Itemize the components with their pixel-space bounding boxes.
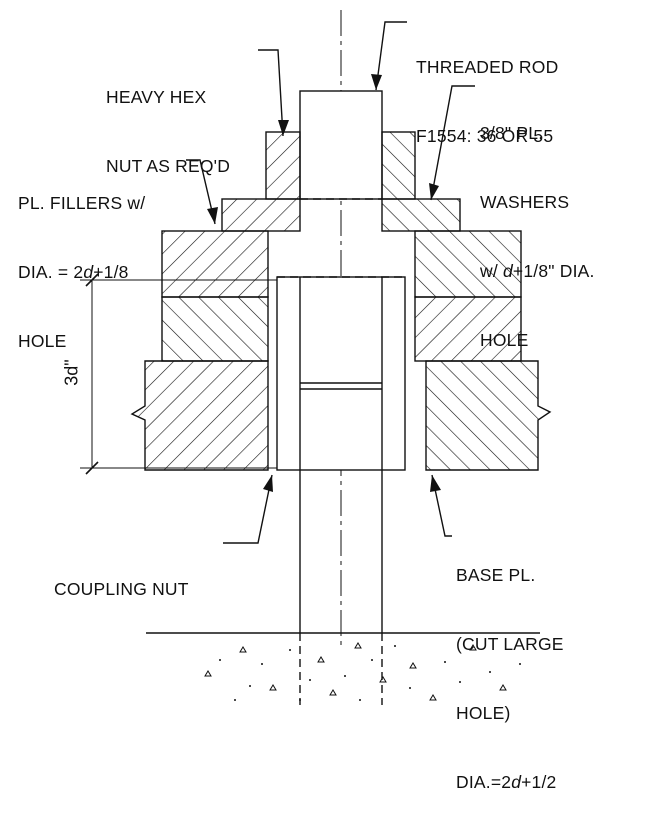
- fillers-line-1: PL. FILLERS w/: [18, 193, 146, 213]
- filler-plate-left-1: [161, 230, 269, 298]
- washers-label: 3/8" PL. WASHERS w/ d+1/8" DIA. HOLE: [480, 76, 595, 375]
- anchor-rod-detail-drawing: THREADED ROD F1554: 36 OR 55 HEAVY HEX N…: [18, 10, 595, 792]
- filler-plate-left-2: [161, 296, 269, 362]
- base-plate-line-1: BASE PL.: [456, 565, 536, 585]
- base-plate-line-4: DIA.=2d+1/2: [456, 772, 557, 792]
- base-plate-line-2: (CUT LARGE: [456, 634, 564, 654]
- base-plate-label: BASE PL. (CUT LARGE HOLE) DIA.=2d+1/2: [456, 518, 564, 817]
- threaded-rod-top: [299, 90, 383, 200]
- filler-plate-right-2: [414, 296, 522, 362]
- washer-right: [381, 198, 461, 232]
- washer-left: [221, 198, 301, 232]
- heavy-hex-nut-label: HEAVY HEX NUT AS REQ'D: [106, 40, 230, 201]
- fillers-line-3: HOLE: [18, 331, 67, 351]
- base-plate-left: [130, 360, 269, 471]
- coupling-nut: [276, 276, 406, 471]
- fillers-line-2: DIA. = 2d+1/8: [18, 262, 129, 282]
- soil-speckles: [204, 642, 507, 701]
- coupling-nut-label: COUPLING NUT: [54, 579, 189, 599]
- soil-dots: [219, 645, 521, 701]
- heavy-hex-nut-right: [381, 131, 416, 200]
- heavy-hex-line-1: HEAVY HEX: [106, 87, 207, 107]
- fillers-label: PL. FILLERS w/ DIA. = 2d+1/8 HOLE: [18, 146, 145, 376]
- base-plate-line-3: HOLE): [456, 703, 511, 723]
- base-plate-right: [425, 360, 552, 471]
- threaded-rod-label: THREADED ROD F1554: 36 OR 55: [416, 10, 558, 171]
- washers-line-2: WASHERS: [480, 192, 570, 212]
- washers-line-3: w/ d+1/8" DIA.: [480, 261, 595, 281]
- washers-line-4: HOLE: [480, 330, 529, 350]
- detail-svg: [80, 10, 552, 705]
- heavy-hex-line-2: NUT AS REQ'D: [106, 156, 231, 176]
- heavy-hex-nut-left: [265, 131, 301, 200]
- washers-line-1: 3/8" PL.: [480, 123, 544, 143]
- dimension-3d: 3d": [61, 359, 82, 386]
- threaded-rod-line-2: F1554: 36 OR 55: [416, 126, 554, 146]
- filler-plate-right-1: [414, 230, 522, 298]
- threaded-rod-line-1: THREADED ROD: [416, 57, 559, 77]
